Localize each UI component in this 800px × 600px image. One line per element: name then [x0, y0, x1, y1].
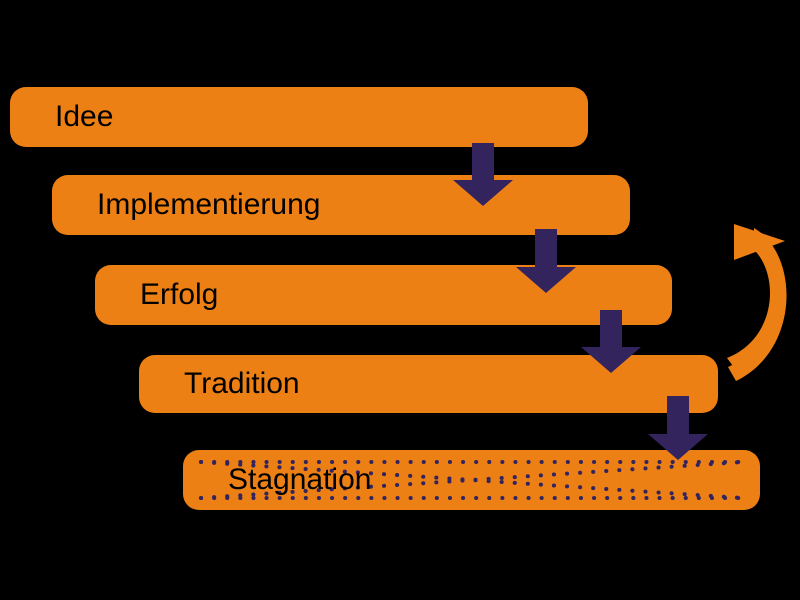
stagnation-back-to-idee-arrow [727, 224, 787, 381]
stage-bar-implementierung[interactable]: Implementierung [52, 175, 630, 235]
stage-label: Erfolg [140, 278, 219, 311]
stage-label: Stagnation [228, 463, 372, 496]
stage-bar-stagnation[interactable]: Stagnation [183, 450, 760, 510]
stage-bar-erfolg[interactable]: Erfolg [95, 265, 672, 325]
stage-label: Tradition [184, 367, 300, 400]
stage-label: Implementierung [97, 188, 321, 221]
stage-label: Idee [55, 100, 114, 133]
stage-bar-idee[interactable]: Idee [10, 87, 588, 147]
stage-bar-tradition[interactable]: Tradition [139, 355, 718, 413]
